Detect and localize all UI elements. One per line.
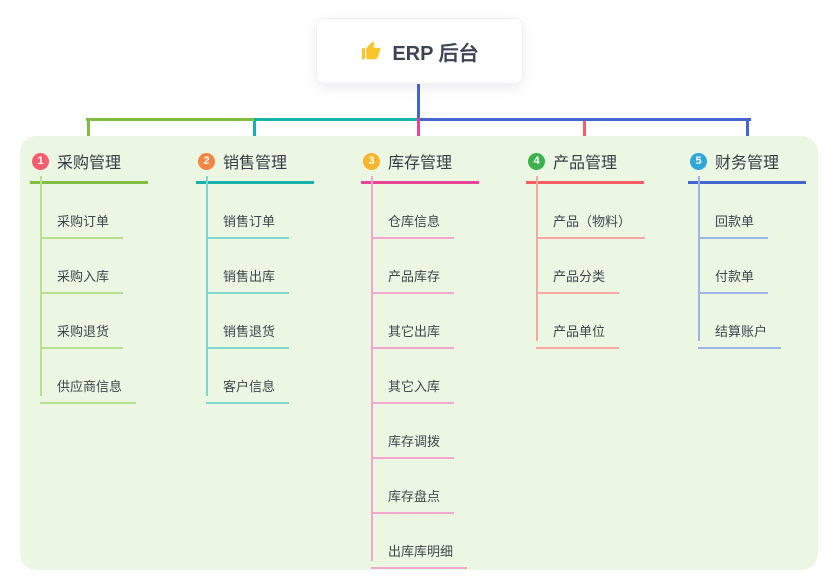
node-sales-return[interactable]: 销售退货: [206, 294, 314, 349]
thumbs-up-icon: [362, 41, 382, 60]
branch-label: 销售管理: [223, 155, 288, 172]
branch-label: 采购管理: [57, 155, 122, 172]
node-purchase-inbound[interactable]: 采购入库: [40, 239, 148, 294]
node-product-material[interactable]: 产品（物料）: [536, 184, 646, 239]
node-customer-info[interactable]: 客户信息: [206, 349, 314, 404]
branch-header-sales[interactable]: 2 销售管理: [196, 146, 314, 184]
node-outbound-detail[interactable]: 出库库明细: [371, 514, 479, 569]
branch-spine: [698, 176, 700, 341]
badge-5: 5: [690, 152, 707, 170]
node-purchase-return[interactable]: 采购退货: [40, 294, 148, 349]
badge-4: 4: [528, 152, 545, 170]
branch-inventory: 3 库存管理 仓库信息 产品库存 其它出库 其它入库 库存调拨 库存盘点 出库库…: [361, 146, 479, 569]
branch-sales: 2 销售管理 销售订单 销售出库 销售退货 客户信息: [196, 146, 314, 404]
branch-header-product[interactable]: 4 产品管理: [526, 146, 644, 184]
branch-spine: [206, 176, 208, 396]
drop-line-product: [583, 121, 586, 147]
bus-segment-purchase: [86, 118, 256, 121]
node-product-category[interactable]: 产品分类: [536, 239, 645, 294]
node-other-outbound[interactable]: 其它出库: [371, 294, 479, 349]
drop-line-inventory: [417, 118, 420, 147]
drop-line-sales: [253, 121, 256, 147]
bus-segment-finance: [417, 118, 751, 121]
node-stock-transfer[interactable]: 库存调拨: [371, 404, 479, 459]
modules-panel: [20, 136, 818, 570]
branch-header-finance[interactable]: 5 财务管理: [688, 146, 806, 184]
node-settlement-account[interactable]: 结算账户: [698, 294, 806, 349]
branch-label: 产品管理: [553, 155, 618, 172]
branch-header-purchase[interactable]: 1 采购管理: [30, 146, 148, 184]
node-purchase-order[interactable]: 采购订单: [40, 184, 148, 239]
branch-spine: [40, 176, 42, 396]
node-receipt-bill[interactable]: 回款单: [698, 184, 806, 239]
bus-segment-sales: [254, 118, 419, 121]
badge-1: 1: [32, 152, 49, 170]
node-other-inbound[interactable]: 其它入库: [371, 349, 479, 404]
node-sales-outbound[interactable]: 销售出库: [206, 239, 314, 294]
branch-label: 财务管理: [715, 155, 780, 172]
branch-spine: [371, 176, 373, 561]
drop-line-finance: [746, 121, 749, 147]
node-stock-count[interactable]: 库存盘点: [371, 459, 479, 514]
branch-purchase: 1 采购管理 采购订单 采购入库 采购退货 供应商信息: [30, 146, 148, 404]
node-supplier-info[interactable]: 供应商信息: [40, 349, 148, 404]
branch-label: 库存管理: [388, 155, 453, 172]
node-product-stock[interactable]: 产品库存: [371, 239, 479, 294]
root-node-erp[interactable]: ERP 后台: [316, 18, 523, 84]
badge-2: 2: [198, 152, 215, 170]
branch-spine: [536, 176, 538, 341]
branch-header-inventory[interactable]: 3 库存管理: [361, 146, 479, 184]
node-sales-order[interactable]: 销售订单: [206, 184, 314, 239]
badge-3: 3: [363, 152, 380, 170]
branch-finance: 5 财务管理 回款单 付款单 结算账户: [688, 146, 806, 349]
root-node-label: ERP 后台: [392, 42, 479, 65]
drop-line-purchase: [87, 121, 90, 147]
node-warehouse-info[interactable]: 仓库信息: [371, 184, 479, 239]
branch-product: 4 产品管理 产品（物料） 产品分类 产品单位: [526, 146, 646, 349]
root-connector-line: [417, 84, 420, 119]
node-payment-bill[interactable]: 付款单: [698, 239, 806, 294]
node-product-unit[interactable]: 产品单位: [536, 294, 645, 349]
